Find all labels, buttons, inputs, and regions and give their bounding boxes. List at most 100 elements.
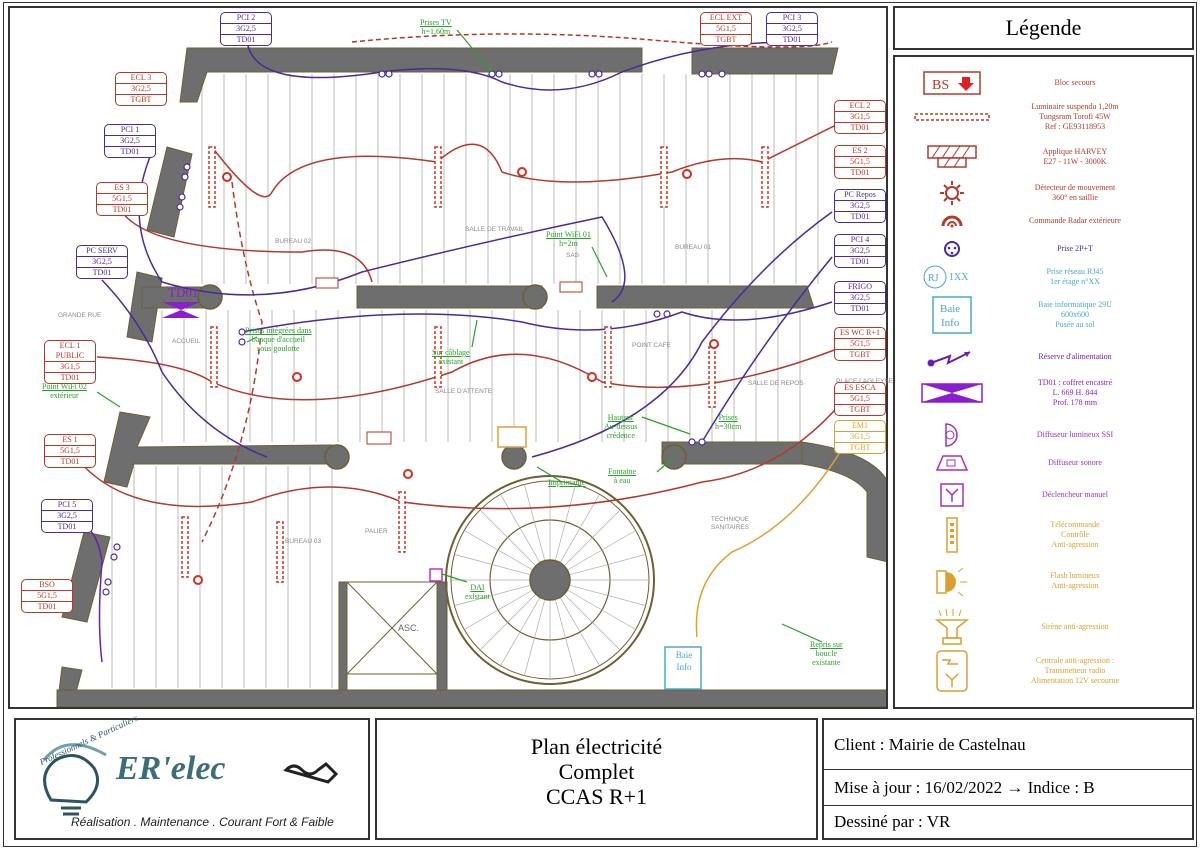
legend-line: Transmetteur radio bbox=[1044, 666, 1106, 675]
lift bbox=[346, 581, 438, 675]
circuit-cable: 3G2,5 bbox=[835, 200, 885, 211]
circuit-cable: 5G1,5 bbox=[835, 393, 885, 404]
title-line: Complet bbox=[558, 759, 635, 784]
bs-icon: BS bbox=[907, 65, 997, 101]
circuit-cable: 3G1,5 bbox=[835, 431, 885, 442]
legend-line: Bloc secours bbox=[1054, 78, 1096, 87]
note-line: existante bbox=[812, 658, 841, 667]
title-line: Plan électricité bbox=[530, 734, 663, 759]
note-title: Repris sur bbox=[810, 640, 843, 649]
circuit-cable: 5G1,5 bbox=[97, 193, 147, 204]
stair-step bbox=[554, 484, 576, 561]
note-line: h=30cm bbox=[715, 422, 742, 431]
anti-aggression-flash-icon bbox=[497, 426, 527, 448]
circuit-cable: 3G1,5 bbox=[835, 111, 885, 122]
legend-item-prise: Prise 2P+T bbox=[895, 231, 1192, 267]
baie-line: Baie bbox=[675, 650, 693, 660]
circuit-name: PC SERV bbox=[86, 246, 118, 255]
legend-description: Diffuseur sonore bbox=[1000, 445, 1150, 468]
telecommande-icon bbox=[907, 517, 997, 553]
circuit-board: TD01 bbox=[45, 456, 95, 467]
stair-step bbox=[559, 597, 600, 666]
circuit-board: TD01 bbox=[835, 167, 885, 178]
room-sas: SAS bbox=[566, 252, 580, 259]
legend-line: Luminaire suspendu 1,20m bbox=[1031, 102, 1119, 111]
pendant-luminaire bbox=[761, 146, 769, 208]
room-lift: ASC. bbox=[398, 623, 420, 633]
svg-text:RJ: RJ bbox=[928, 273, 939, 284]
circuit-name: ECL 3 bbox=[130, 73, 152, 82]
legend-description: Réserve d'alimentation bbox=[1000, 339, 1150, 362]
circuit-board: TD01 bbox=[221, 34, 271, 45]
update-date: Mise à jour : 16/02/2022 → Indice : B bbox=[824, 770, 1192, 806]
svg-text:BS: BS bbox=[932, 78, 949, 93]
annotation-leaders bbox=[96, 29, 823, 643]
drawing-info: Client : Mairie de Castelnau Mise à jour… bbox=[822, 718, 1194, 840]
legend-item-sonore: Diffuseur sonore bbox=[895, 445, 1192, 481]
legend-line: Anti-agression bbox=[1051, 540, 1099, 549]
circuit-cable: 5G1,5 bbox=[45, 445, 95, 456]
circuit-board: TD01 bbox=[835, 122, 885, 133]
luminaires bbox=[181, 146, 769, 583]
circuit-board: TD01 bbox=[77, 267, 127, 278]
stair-step bbox=[524, 599, 546, 676]
circuit-name: EM1 bbox=[852, 421, 868, 430]
luminaire-icon bbox=[907, 99, 997, 135]
legend-description: Bloc secours bbox=[1000, 65, 1150, 88]
stair-step bbox=[567, 530, 636, 571]
circuit-cable: 5G1,5 bbox=[835, 338, 885, 349]
circuit-cable: 3G2,5 bbox=[42, 510, 92, 521]
stair-step bbox=[500, 597, 541, 666]
room-salle-repos: SALLE DE REPOS bbox=[748, 380, 804, 387]
circuit-name: ES 2 bbox=[852, 146, 868, 155]
circuit-name: ES WC R+1 bbox=[840, 328, 880, 337]
baie-line: Info bbox=[676, 662, 692, 672]
note-title: Point WiFi 02 bbox=[42, 382, 87, 391]
legend-item-declencheur: Déclencheur manuel bbox=[895, 477, 1192, 513]
legend-description: Diffuseur lumineux SSI bbox=[1000, 417, 1150, 440]
spiral-staircase bbox=[445, 475, 655, 685]
circuit-board: TD01 bbox=[97, 204, 147, 215]
note-title: Prises bbox=[718, 413, 738, 422]
legend-line: Baie informatique 29U bbox=[1038, 300, 1112, 309]
legend-line: Télécommande bbox=[1050, 520, 1100, 529]
stair-step bbox=[464, 530, 533, 571]
circuit-board: TD01 bbox=[835, 303, 885, 314]
lightbulb-icon bbox=[42, 743, 107, 816]
flash-icon bbox=[907, 563, 997, 599]
columns bbox=[197, 284, 687, 470]
legend-line: Diffuseur lumineux SSI bbox=[1036, 430, 1114, 439]
circuit-cable: 3G2,5 bbox=[835, 245, 885, 256]
legend-line: Déclencheur manuel bbox=[1042, 490, 1108, 499]
pendant-luminaire bbox=[181, 516, 189, 578]
circuit-board: TD01 bbox=[45, 372, 95, 383]
td01-board-icon bbox=[162, 302, 200, 318]
note-line: h=2m bbox=[559, 239, 578, 248]
detecteur-icon bbox=[907, 175, 997, 211]
legend-item-ssi: Diffuseur lumineux SSI bbox=[895, 417, 1192, 453]
circuit-name: ES 1 bbox=[62, 435, 78, 444]
stair-step bbox=[479, 509, 537, 567]
stair-step bbox=[479, 593, 537, 651]
note-line: existant bbox=[438, 357, 464, 366]
legend-item-bs: BS Bloc secours bbox=[895, 65, 1192, 101]
